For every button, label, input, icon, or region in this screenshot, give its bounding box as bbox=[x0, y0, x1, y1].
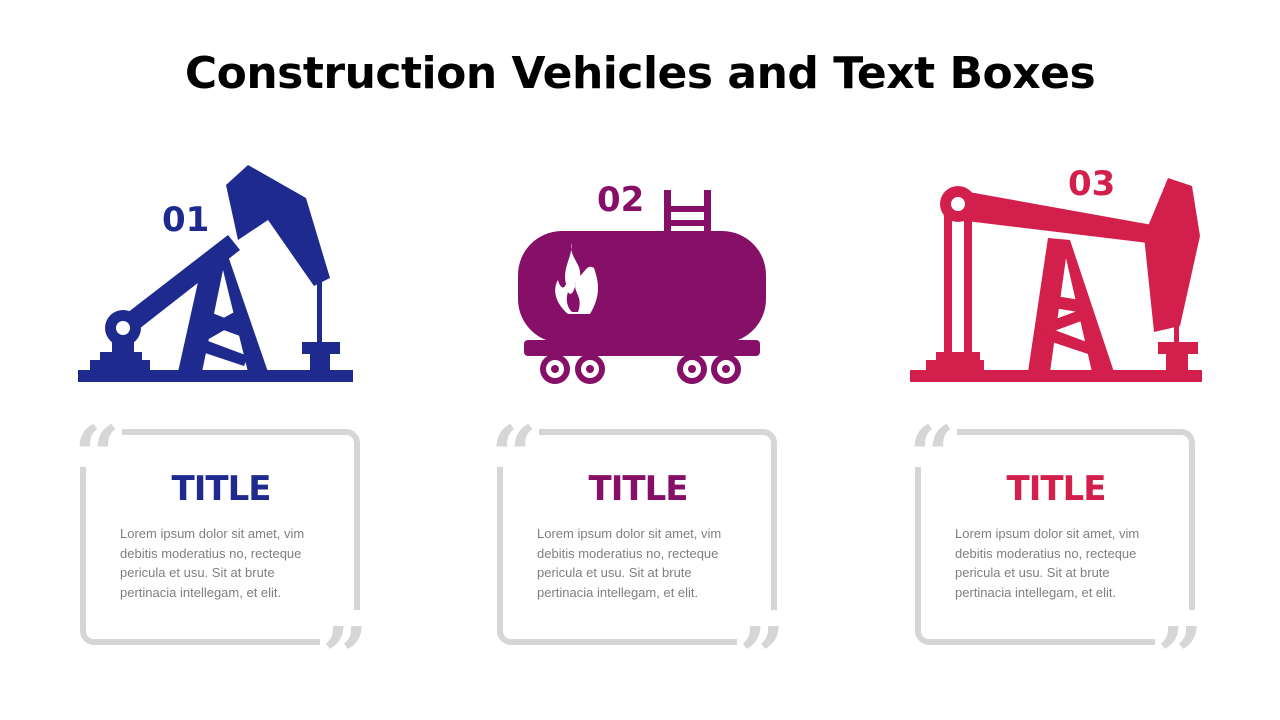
card-frame bbox=[497, 429, 777, 645]
text-card-1: “ ” TITLE Lorem ipsum dolor sit amet, vi… bbox=[74, 415, 368, 696]
oil-pump-jack-icon bbox=[910, 178, 1202, 382]
close-quote-icon: ” bbox=[738, 609, 785, 703]
card-body: Lorem ipsum dolor sit amet, vim debitis … bbox=[537, 526, 722, 600]
card-body: Lorem ipsum dolor sit amet, vim debitis … bbox=[120, 526, 305, 600]
card-title: TITLE bbox=[171, 469, 272, 509]
step-number: 01 bbox=[162, 200, 210, 240]
card-title: TITLE bbox=[588, 469, 689, 509]
step-number: 02 bbox=[597, 180, 645, 220]
oil-pump-jack-icon bbox=[78, 165, 353, 382]
card-body: Lorem ipsum dolor sit amet, vim debitis … bbox=[955, 526, 1140, 600]
text-card-3: “ ” TITLE Lorem ipsum dolor sit amet, vi… bbox=[909, 415, 1203, 696]
close-quote-icon: ” bbox=[1156, 609, 1203, 703]
text-card-2: “ ” TITLE Lorem ipsum dolor sit amet, vi… bbox=[491, 415, 785, 696]
card-frame bbox=[915, 429, 1195, 645]
open-quote-icon: “ bbox=[909, 408, 956, 502]
close-quote-icon: ” bbox=[321, 609, 368, 703]
card-frame bbox=[80, 429, 360, 645]
open-quote-icon: “ bbox=[74, 408, 121, 502]
open-quote-icon: “ bbox=[491, 408, 538, 502]
card-title: TITLE bbox=[1006, 469, 1107, 509]
page-title: Construction Vehicles and Text Boxes bbox=[184, 48, 1096, 99]
fuel-tank-wagon-icon bbox=[518, 190, 766, 384]
step-number: 03 bbox=[1068, 164, 1116, 204]
